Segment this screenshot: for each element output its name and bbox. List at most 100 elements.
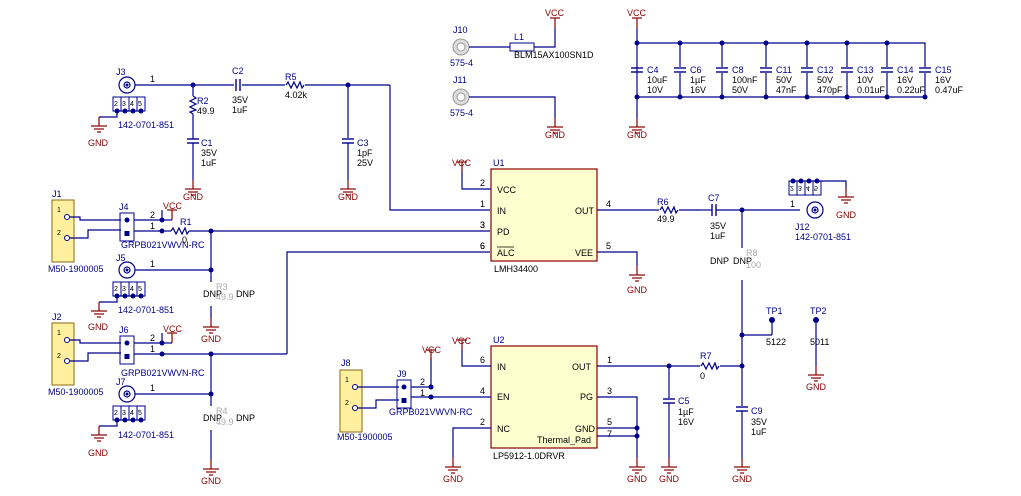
r4-resistor-dnp: R4 DNP DNP 49.9 — [203, 394, 255, 460]
svg-text:VCC: VCC — [422, 345, 442, 355]
c2-capacitor: C2 35V 1uF — [232, 66, 248, 115]
cap-value-1: 50V — [776, 75, 792, 85]
j4-header: J4 GRPB021VWVN-RC — [119, 202, 205, 250]
svg-text:J7: J7 — [116, 377, 126, 387]
cap-value-1: 10uF — [647, 75, 668, 85]
svg-text:3: 3 — [480, 220, 485, 230]
svg-text:1: 1 — [57, 330, 61, 337]
j3-ref: J3 — [116, 67, 126, 77]
svg-text:GRPB021VWVN-RC: GRPB021VWVN-RC — [389, 407, 473, 417]
svg-text:OUT: OUT — [572, 362, 592, 372]
svg-text:GND: GND — [201, 334, 222, 344]
svg-text:1: 1 — [345, 377, 349, 384]
c3-capacitor: C3 1pF 25V — [341, 85, 373, 180]
svg-text:C2: C2 — [232, 66, 244, 76]
svg-text:M50-1900005: M50-1900005 — [337, 432, 393, 442]
svg-text:TP2: TP2 — [810, 306, 827, 316]
j3-part: 142-0701-851 — [118, 120, 174, 130]
cap-ref: C12 — [817, 65, 834, 75]
svg-text:R3: R3 — [216, 282, 228, 292]
svg-text:49.9: 49.9 — [216, 417, 234, 427]
j9-header: J9 GRPB021VWVN-RC — [389, 369, 473, 417]
svg-text:575-4: 575-4 — [450, 108, 473, 118]
svg-text:1: 1 — [57, 207, 61, 214]
svg-text:VCC: VCC — [163, 324, 183, 334]
cap-value-2: 16V — [690, 85, 706, 95]
j10-terminal: J10 575-4 — [450, 25, 473, 68]
svg-text:R6: R6 — [657, 197, 669, 207]
svg-text:IN: IN — [497, 206, 506, 216]
svg-text:1µF: 1µF — [678, 407, 694, 417]
gnd-label: GND — [88, 138, 109, 148]
svg-text:GND: GND — [627, 474, 648, 484]
svg-text:OUT: OUT — [575, 206, 595, 216]
svg-text:L1: L1 — [514, 32, 524, 42]
svg-text:R2: R2 — [197, 96, 209, 106]
svg-text:142-0701-851: 142-0701-851 — [118, 430, 174, 440]
c1-capacitor: C1 35V 1uF — [186, 138, 217, 180]
svg-text:J10: J10 — [453, 25, 468, 35]
svg-text:35V: 35V — [201, 148, 217, 158]
svg-text:J1: J1 — [52, 189, 62, 199]
svg-text:M50-1900005: M50-1900005 — [48, 264, 104, 274]
cap-ref: C4 — [647, 65, 659, 75]
j1-header: J1 M50-1900005 1 2 — [48, 189, 104, 274]
cap-ref: C8 — [732, 65, 744, 75]
svg-text:1uF: 1uF — [751, 427, 767, 437]
svg-text:4: 4 — [606, 199, 611, 209]
r5-resistor: R5 4.02k — [285, 72, 308, 100]
cap-value-1: 16V — [897, 75, 913, 85]
svg-text:35V: 35V — [232, 95, 248, 105]
c5-capacitor: C5 1µF 16V — [662, 366, 694, 458]
cap-value-2: 0.01uF — [857, 85, 886, 95]
svg-text:0: 0 — [700, 371, 705, 381]
svg-text:VCC: VCC — [545, 8, 565, 18]
svg-text:ALC: ALC — [497, 248, 515, 258]
u1-lmh34400: U1 LMH34400 VCC IN PD ALC OUT VEE — [490, 158, 598, 274]
c7-capacitor: C7 35V 1uF — [700, 193, 800, 241]
svg-text:GND: GND — [575, 424, 596, 434]
cap-value-1: 100nF — [732, 75, 758, 85]
svg-text:VCC: VCC — [497, 185, 517, 195]
cap-value-2: 470pF — [817, 85, 843, 95]
cap-ref: C14 — [897, 65, 914, 75]
r3-resistor-dnp: R3 DNP DNP 49.9 — [203, 270, 255, 318]
svg-text:GND: GND — [627, 285, 648, 295]
j11-terminal: J11 575-4 — [450, 75, 473, 118]
svg-text:6: 6 — [480, 241, 485, 251]
svg-text:GND: GND — [88, 322, 109, 332]
svg-text:GND: GND — [183, 192, 204, 202]
svg-text:6: 6 — [480, 355, 485, 365]
svg-text:GRPB021VWVN-RC: GRPB021VWVN-RC — [121, 368, 205, 378]
svg-text:LP5912-1.0DRVR: LP5912-1.0DRVR — [493, 451, 565, 461]
svg-text:GND: GND — [443, 474, 464, 484]
svg-text:16V: 16V — [678, 417, 694, 427]
svg-text:2: 2 — [480, 417, 485, 427]
svg-text:5122: 5122 — [766, 337, 786, 347]
svg-text:1: 1 — [607, 355, 612, 365]
svg-text:EN: EN — [497, 392, 510, 402]
svg-text:U1: U1 — [493, 158, 505, 168]
r1-resistor: R1 0 — [170, 217, 192, 245]
svg-text:LMH34400: LMH34400 — [494, 264, 538, 274]
svg-text:VCC: VCC — [452, 336, 472, 346]
svg-text:GND: GND — [338, 192, 359, 202]
cap-ref: C13 — [857, 65, 874, 75]
svg-text:49.9: 49.9 — [657, 214, 675, 224]
svg-text:25V: 25V — [357, 158, 373, 168]
svg-text:2: 2 — [480, 178, 485, 188]
svg-text:GND: GND — [627, 130, 648, 140]
decoupling-capacitor-bank: C410uF10VC61µF16VC8100nF50VC1150V47nFC12… — [630, 40, 964, 100]
svg-text:J8: J8 — [341, 358, 351, 368]
svg-text:7: 7 — [607, 429, 612, 439]
svg-text:U2: U2 — [493, 335, 505, 345]
svg-text:J9: J9 — [397, 369, 407, 379]
svg-text:GND: GND — [806, 382, 827, 392]
svg-text:1: 1 — [150, 344, 155, 354]
cap-ref: C15 — [935, 65, 952, 75]
svg-text:C7: C7 — [708, 193, 720, 203]
